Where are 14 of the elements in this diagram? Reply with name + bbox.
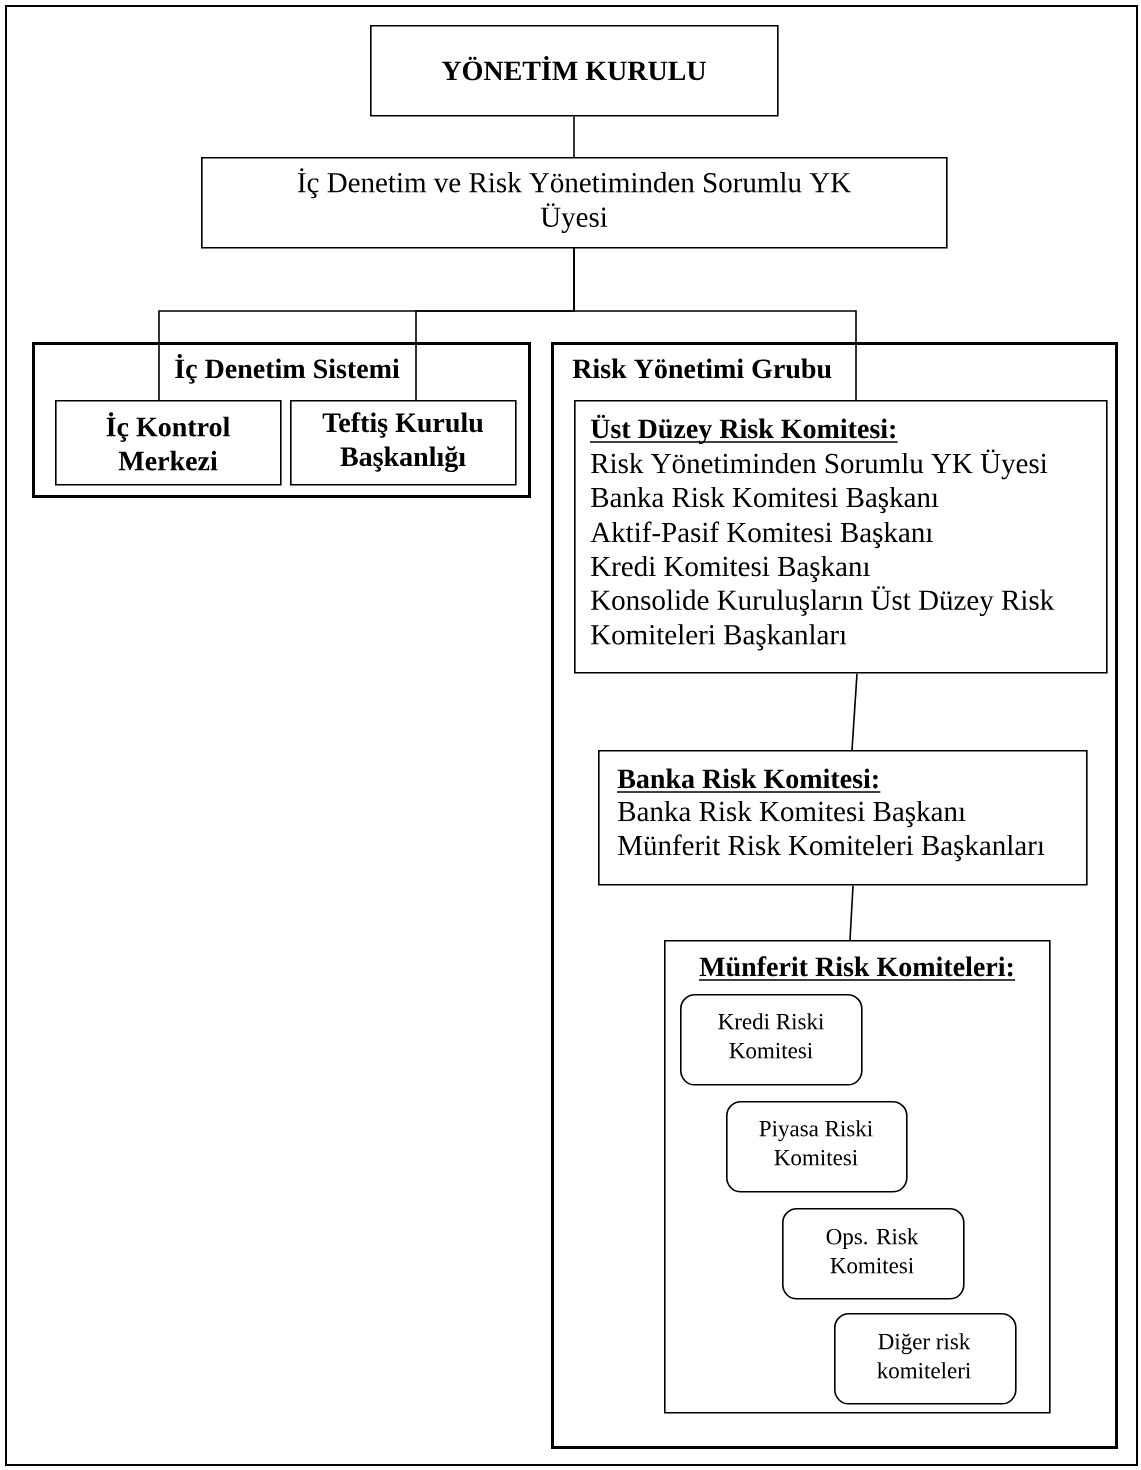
connector-line [573, 247, 857, 401]
board-box: YÖNETİM KURULU [370, 25, 779, 117]
committee-box: Banka Risk Komitesi: Banka Risk Komitesi Başkanı Münferit Risk Komiteleri Başkanları [598, 750, 1088, 886]
connector-line [573, 115, 575, 158]
committee-box: Kredi Riski Komitesi [680, 994, 863, 1086]
unit-box: Teftiş Kurulu Başkanlığı [290, 400, 517, 486]
committee-box: Diğer risk komiteleri [834, 1313, 1017, 1405]
member-box: İç Denetim ve Risk Yönetiminden Sorumlu YK Üyesi [201, 157, 948, 249]
unit-box: İç Kontrol Merkezi [55, 400, 282, 486]
committee-box: Üst Düzey Risk Komitesi: Risk Yönetiminden Sorumlu YK Üyesi Banka Risk Komitesi Başkanı Aktif-Pasif Komitesi Başkanı Kredi Komitesi Başkanı Konsolide Kuruluşların Üst Düzey Risk Komiteleri Başkanları [574, 400, 1108, 674]
connector-line [849, 884, 854, 941]
committee-box: Piyasa Riski Komitesi [726, 1101, 908, 1193]
committee-box: Ops. Risk Komitesi [782, 1208, 965, 1300]
connector-line [851, 672, 858, 751]
